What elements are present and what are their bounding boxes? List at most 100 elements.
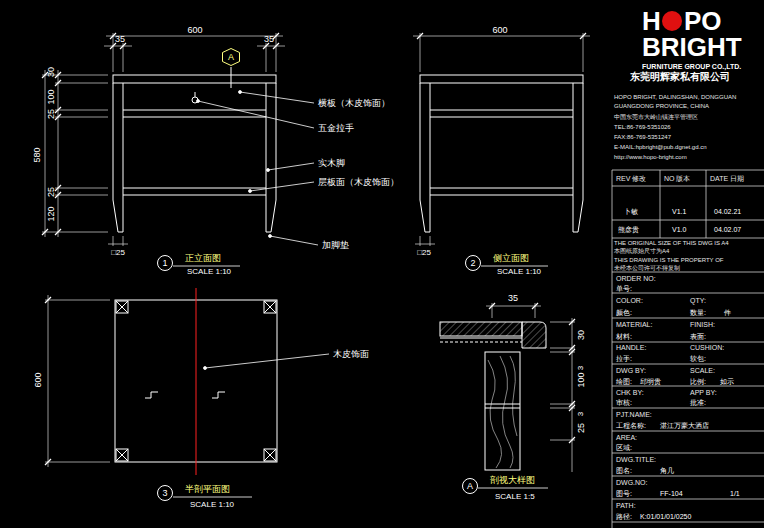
drawing-label: 图号: — [616, 490, 632, 497]
drawing-label: 600 — [34, 372, 43, 387]
side-elevation-part-part — [420, 236, 421, 246]
title-block-part — [612, 238, 764, 239]
drawing-label: 25 — [47, 109, 56, 119]
section-detail-part-part — [532, 303, 538, 309]
drawing-label: V1.1 — [672, 208, 686, 215]
leader-lines-part — [240, 92, 314, 103]
section-detail-part — [486, 303, 575, 472]
drawing-label: THE ORIGINAL SIZE OF THIS DWG IS A4 — [614, 240, 729, 246]
side-elevation-part-part — [417, 33, 423, 39]
title-block-part — [612, 170, 613, 528]
title-block-part — [612, 431, 764, 432]
drawing-label: REV 修改 — [616, 175, 646, 182]
leader-lines-part — [239, 91, 242, 94]
drawing-label: 拉手: — [616, 355, 632, 362]
drawing-label: 木皮饰面 — [333, 350, 369, 359]
callout-text: 3 — [162, 489, 167, 498]
half-section-plan-part — [264, 301, 276, 313]
drawing-label: 层板面（木皮饰面） — [318, 178, 399, 187]
title-block-part — [660, 170, 661, 238]
dimension-lines-part — [257, 46, 285, 47]
dimension-lines-part — [266, 43, 267, 72]
front-elevation — [113, 67, 276, 232]
half-section-plan-part — [264, 449, 276, 461]
leader-lines-part — [268, 163, 314, 170]
drawing-label: HOPO BRIGHT, DALINGSHAN, DONGGUAN — [614, 94, 736, 100]
dimension-lines-part-part — [55, 80, 61, 86]
title-block-part — [706, 170, 707, 238]
dimension-lines-part — [276, 33, 277, 72]
drawing-label: V1.0 — [672, 226, 686, 233]
drawing-label: 35 — [508, 294, 518, 303]
drawing-label: 正立面图 — [185, 254, 221, 263]
dimension-lines-part-part — [263, 43, 269, 49]
drawing-label: DWG.TITLE: — [616, 456, 656, 463]
callout-number: 3 — [157, 485, 173, 501]
half-section-plan-part — [116, 449, 128, 461]
half-section-plan-part-part — [45, 297, 51, 303]
half-section-plan-part — [45, 297, 51, 465]
side-elevation-part-part — [415, 244, 435, 245]
side-elevation-part — [413, 33, 590, 246]
drawing-label: http://www.hopo-bright.com — [614, 154, 687, 160]
drawing-label: 单号: — [616, 285, 632, 292]
title-block-part — [612, 453, 764, 454]
dimension-lines-part-part — [55, 185, 61, 191]
section-detail-part — [485, 352, 520, 470]
section-detail-part — [488, 360, 502, 468]
dimension-lines — [42, 33, 285, 246]
drawing-label: 邱明贵 — [640, 378, 661, 385]
half-section-plan-part-part — [45, 462, 110, 463]
side-elevation-part — [430, 188, 573, 189]
section-detail-part — [489, 303, 575, 443]
leader-lines-part — [250, 182, 314, 191]
leader-lines-part — [197, 100, 200, 103]
drawing-label: 路径: — [616, 513, 632, 520]
dimension-lines-part — [123, 43, 124, 72]
drawing-label: 580 — [33, 147, 42, 162]
detail-marker: A — [222, 48, 240, 66]
drawing-label: 未经本公司许可不得复制 — [614, 265, 680, 271]
drawing-label: 100 — [577, 372, 586, 387]
drawing-label: 30 — [47, 67, 56, 77]
drawing-label: DWG BY: — [616, 367, 646, 374]
drawing-label: QTY: — [690, 297, 706, 304]
callout-text: A — [467, 482, 473, 491]
section-detail-part — [440, 322, 522, 336]
drawing-label: ORDER NO: — [616, 275, 656, 282]
front-elevation-part — [195, 92, 196, 97]
dimension-lines-part-part — [55, 107, 61, 113]
drawing-label: 件 — [724, 309, 731, 316]
section-detail-part — [522, 322, 546, 348]
drawing-label: 剖视大样图 — [490, 476, 535, 485]
section-detail-part-part — [569, 405, 575, 411]
front-elevation-part — [123, 110, 266, 111]
drawing-label: 材料: — [616, 333, 632, 340]
drawing-label: 审核: — [616, 399, 632, 406]
title-block-part — [612, 408, 764, 409]
drawing-label: PJT.NAME: — [616, 411, 652, 418]
title-block-part — [612, 272, 764, 273]
drawing-label: 中国东莞市大岭山镇连平管理区 — [614, 114, 698, 120]
side-elevation-part-part — [580, 33, 586, 39]
side-elevation-part-part — [420, 33, 421, 72]
drawing-label: 卜敏 — [624, 208, 638, 215]
section-detail-part — [485, 408, 520, 409]
drawing-label: 25 — [47, 187, 56, 197]
drawing-label: 实木脚 — [318, 159, 345, 168]
half-section-plan-part — [116, 301, 128, 313]
front-elevation-part — [266, 83, 276, 232]
dimension-lines-part — [113, 33, 114, 72]
dimension-lines-part-part — [55, 229, 61, 235]
half-section-plan-part-part — [45, 300, 110, 301]
drawing-label: 横板（木皮饰面） — [318, 99, 390, 108]
drawing-label: 3 — [577, 412, 585, 416]
drawing-label: 角几 — [660, 467, 674, 474]
front-elevation-part — [231, 67, 232, 88]
dimension-lines-part — [42, 232, 108, 233]
drawing-label: E-MAIL:hpbright@pub.dgnet.gd.cn — [614, 144, 706, 150]
half-section-plan-part — [196, 288, 197, 475]
dimension-lines-part — [104, 46, 132, 47]
front-elevation-part — [123, 195, 266, 196]
